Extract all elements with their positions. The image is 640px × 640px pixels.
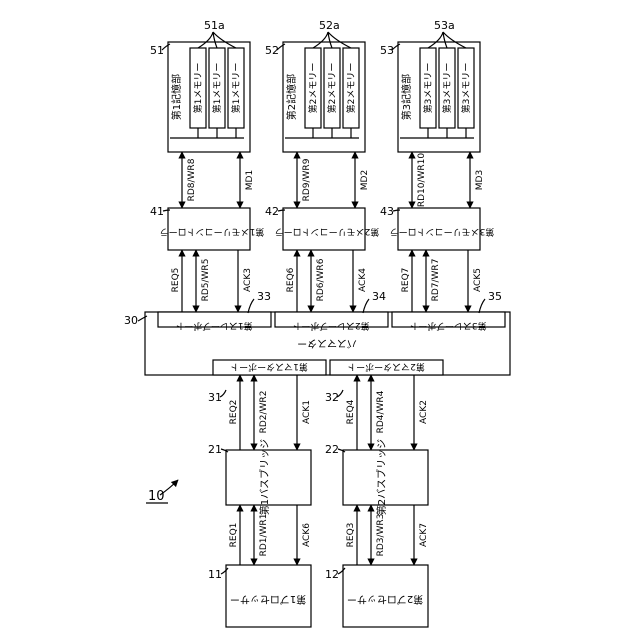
ref-31: 31 — [208, 391, 222, 404]
signal-req1: REQ1 — [229, 523, 239, 548]
signal-req4: REQ4 — [346, 399, 356, 424]
processor-2: 第2プロセッサー — [343, 565, 428, 627]
storage-unit-2: 第2記憶部 第2メモリー 第2メモリー 第2メモリー — [283, 42, 365, 152]
signal-rd1-wr1: RD1/WR1 — [259, 514, 269, 557]
ref-32: 32 — [325, 391, 339, 404]
memory-1b-label: 第1メモリー — [211, 63, 223, 114]
signal-rd5-wr5: RD5/WR5 — [201, 259, 211, 302]
bus-bridge-2: 第2バスブリッジ — [343, 439, 428, 515]
ref-52: 52 — [265, 44, 279, 57]
memory-controller-1: 第1メモリーコントローラ — [160, 208, 265, 250]
memory-3b-label: 第3メモリー — [441, 63, 453, 114]
signal-req3: REQ3 — [346, 523, 356, 548]
signal-rd4-wr4: RD4/WR4 — [376, 390, 386, 433]
slave-port-2-label: 第2スレーブポート — [292, 320, 369, 332]
memory-2b-label: 第2メモリー — [326, 63, 338, 114]
figure-ref-10: 10 — [148, 489, 165, 504]
memory-2c-label: 第2メモリー — [345, 63, 357, 114]
ref-12: 12 — [325, 568, 339, 581]
memory-3c-label: 第3メモリー — [460, 63, 472, 114]
signal-md3: MD3 — [475, 170, 485, 190]
signal-ack4: ACK4 — [358, 268, 368, 292]
ref-11: 11 — [208, 568, 222, 581]
ref-53: 53 — [380, 44, 394, 57]
ref-43: 43 — [380, 205, 394, 218]
signal-ack2: ACK2 — [419, 400, 429, 424]
memory-controller-3-label: 第3メモリーコントローラ — [390, 226, 495, 238]
ref-41: 41 — [150, 205, 164, 218]
ref-52a: 52a — [319, 19, 340, 32]
ref-30: 30 — [124, 314, 138, 327]
memory-3a-label: 第3メモリー — [422, 63, 434, 114]
ref-42: 42 — [265, 205, 279, 218]
bus-bridge-1: 第1バスブリッジ — [226, 439, 311, 515]
ref-34: 34 — [372, 290, 386, 303]
signal-ack6: ACK6 — [302, 523, 312, 547]
bus-bridge-2-label: 第2バスブリッジ — [375, 439, 388, 515]
ref-33: 33 — [257, 290, 271, 303]
bus-master-label: バスマスター — [297, 337, 357, 349]
signal-ack3: ACK3 — [243, 268, 253, 292]
bus-bridge-1-label: 第1バスブリッジ — [258, 439, 271, 515]
processor-2-label: 第2プロセッサー — [347, 593, 423, 606]
signal-rd3-wr3: RD3/WR3 — [376, 514, 386, 557]
processor-1: 第1プロセッサー — [226, 565, 311, 627]
signal-rd10-wr10: RD10/WR10 — [417, 153, 427, 208]
storage-unit-1-label: 第1記憶部 — [170, 74, 183, 120]
signal-rd6-wr6: RD6/WR6 — [316, 258, 326, 301]
signal-req5: REQ5 — [171, 268, 181, 293]
ref-35: 35 — [488, 290, 502, 303]
ref-22: 22 — [325, 443, 339, 456]
memory-controller-3: 第3メモリーコントローラ — [390, 208, 495, 250]
memory-controller-2: 第2メモリーコントローラ — [275, 208, 380, 250]
ref-51: 51 — [150, 44, 164, 57]
master-port-2-label: 第2マスターポート — [347, 361, 425, 373]
signal-rd7-wr7: RD7/WR7 — [431, 259, 441, 302]
storage-unit-2-label: 第2記憶部 — [285, 74, 298, 120]
memory-controller-1-label: 第1メモリーコントローラ — [160, 226, 265, 238]
storage-unit-3-label: 第3記憶部 — [400, 74, 413, 120]
slave-port-3-label: 第3スレーブポート — [409, 320, 486, 332]
slave-port-1-label: 第1スレーブポート — [175, 320, 252, 332]
storage-unit-1: 第1記憶部 第1メモリー 第1メモリー 第1メモリー — [168, 42, 250, 152]
storage-unit-3: 第3記憶部 第3メモリー 第3メモリー 第3メモリー — [398, 42, 480, 152]
memory-1c-label: 第1メモリー — [230, 63, 242, 114]
signal-md2: MD2 — [360, 170, 370, 190]
memory-1a-label: 第1メモリー — [192, 63, 204, 114]
signal-ack1: ACK1 — [302, 400, 312, 424]
signal-rd8-wr8: RD8/WR8 — [187, 158, 197, 201]
signal-ack5: ACK5 — [473, 268, 483, 292]
signal-req6: REQ6 — [286, 267, 296, 292]
ref-21: 21 — [208, 443, 222, 456]
signal-req2: REQ2 — [229, 400, 239, 425]
signal-rd9-wr9: RD9/WR9 — [302, 158, 312, 201]
signal-ack7: ACK7 — [419, 523, 429, 547]
ref-51a: 51a — [204, 19, 225, 32]
ref-53a: 53a — [434, 19, 455, 32]
memory-controller-2-label: 第2メモリーコントローラ — [275, 226, 380, 238]
memory-2a-label: 第2メモリー — [307, 63, 319, 114]
signal-rd2-wr2: RD2/WR2 — [259, 391, 269, 434]
signal-req7: REQ7 — [401, 268, 411, 293]
signal-md1: MD1 — [245, 170, 255, 190]
processor-1-label: 第1プロセッサー — [230, 593, 306, 606]
master-port-1-label: 第1マスターポート — [230, 361, 308, 373]
bus-master: バスマスター 第1スレーブポート 第2スレーブポート 第3スレーブポート 第1マ… — [145, 312, 510, 375]
